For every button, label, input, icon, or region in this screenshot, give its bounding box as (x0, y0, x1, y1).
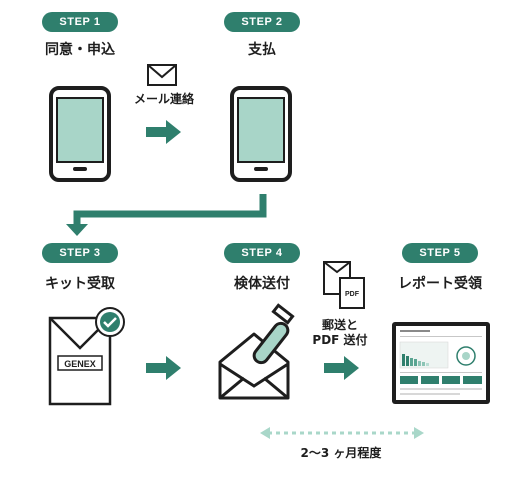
post-note-line2: PDF 送付 (312, 333, 368, 347)
step5-badge: STEP 5 (402, 243, 478, 263)
step2-title: 支払 (248, 42, 276, 58)
post-pdf-icon: PDF (323, 261, 365, 309)
step4-title: 検体送付 (234, 276, 290, 292)
mail-icon (147, 64, 177, 86)
phone-icon-step2 (230, 86, 292, 182)
mail-note: メール連絡 (133, 92, 194, 106)
sample-envelope-icon (218, 303, 295, 400)
step4-badge: STEP 4 (224, 243, 300, 263)
phone-icon-step1 (49, 86, 111, 182)
duration-arrow-icon (260, 427, 424, 439)
step5-title: レポート受領 (398, 276, 482, 292)
pdf-label: PDF (345, 291, 360, 298)
connector-arrow-icon (66, 194, 267, 236)
step1-title: 同意・申込 (45, 42, 115, 58)
report-monitor-icon (392, 322, 490, 404)
step2-badge: STEP 2 (224, 12, 300, 32)
duration-note: 2〜3 ヶ月程度 (300, 446, 382, 460)
kit-brand-label: GENEX (64, 359, 96, 369)
arrow-right-icon-1 (146, 120, 181, 144)
check-badge-icon (95, 307, 125, 337)
step3-badge: STEP 3 (42, 243, 118, 263)
step1-badge: STEP 1 (42, 12, 118, 32)
post-note-line1: 郵送と (321, 318, 358, 332)
arrow-right-icon-2 (146, 356, 181, 380)
arrow-right-icon-3 (324, 356, 359, 380)
step3-title: キット受取 (45, 276, 115, 292)
